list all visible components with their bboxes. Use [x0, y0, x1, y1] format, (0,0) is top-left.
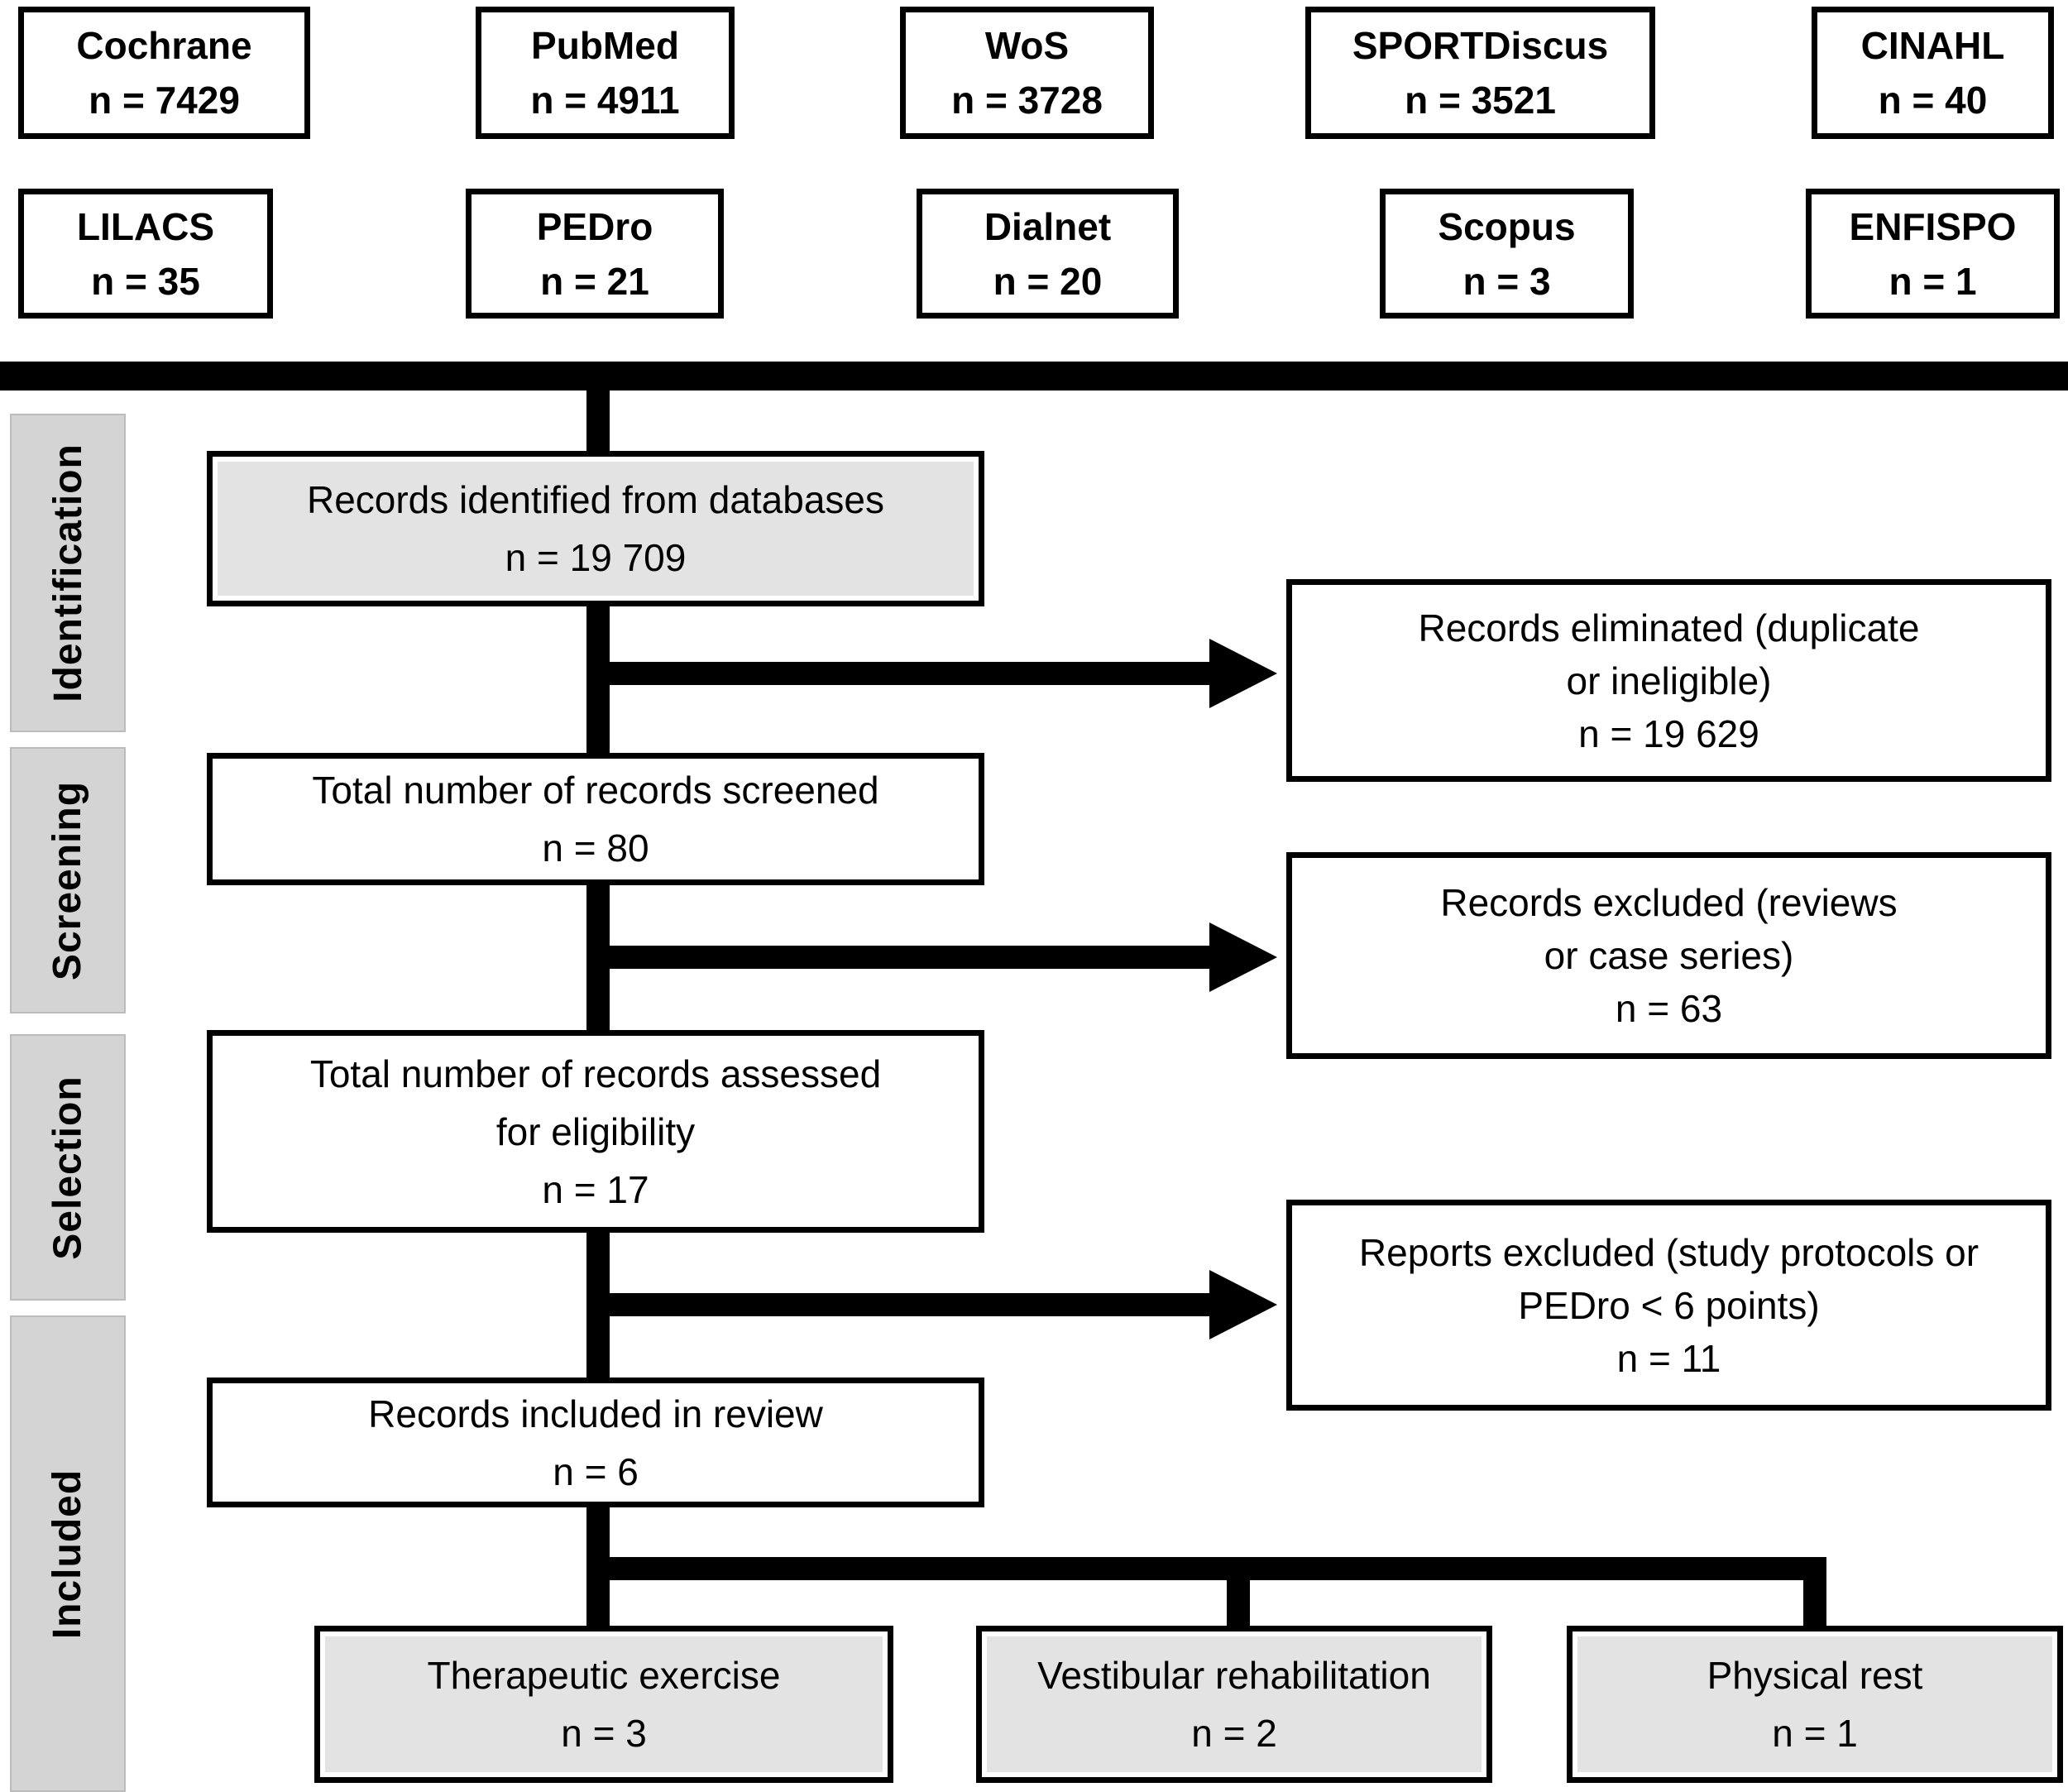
flow-count: n = 6: [553, 1449, 639, 1493]
db-box-cinahl: CINAHL n = 40: [1812, 7, 2054, 139]
db-count: n = 40: [1878, 79, 1988, 122]
db-count: n = 3728: [951, 79, 1103, 122]
db-name: PubMed: [531, 24, 679, 67]
db-count: n = 3521: [1405, 79, 1556, 122]
stage-label: Included: [45, 1469, 90, 1639]
arrowhead-eliminated-icon: [1209, 639, 1277, 708]
db-count: n = 7429: [89, 79, 240, 122]
db-count: n = 1: [1888, 259, 1977, 303]
arrow-line-excluded: [586, 946, 1211, 969]
exclusion-count: n = 11: [1616, 1336, 1721, 1380]
db-count: n = 4911: [530, 79, 680, 122]
arrow-line-eliminated: [586, 662, 1211, 685]
db-count: n = 3: [1462, 259, 1551, 303]
exclusion-box-reports: Reports excluded (study protocols or PED…: [1286, 1200, 2051, 1411]
flow-text: Total number of records assessed: [309, 1052, 882, 1095]
stage-label: Identification: [45, 443, 90, 702]
exclusion-box-eliminated: Records eliminated (duplicate or ineligi…: [1286, 579, 2051, 782]
flow-count: n = 17: [542, 1167, 649, 1211]
exclusion-text: or ineligible): [1566, 659, 1772, 702]
outcome-box-therapeutic-exercise: Therapeutic exercise n = 3: [314, 1626, 893, 1783]
outcome-count: n = 1: [1772, 1712, 1858, 1755]
outcome-count: n = 2: [1191, 1712, 1277, 1755]
db-box-wos: WoS n = 3728: [900, 7, 1154, 139]
db-box-pubmed: PubMed n = 4911: [476, 7, 735, 139]
flow-text: Records included in review: [368, 1392, 823, 1435]
db-box-lilacs: LILACS n = 35: [18, 189, 273, 319]
outcome-label: Therapeutic exercise: [427, 1654, 781, 1697]
db-box-cochrane: Cochrane n = 7429: [18, 7, 310, 139]
stage-included: Included: [10, 1315, 126, 1792]
branch-stub-physical-rest: [1803, 1576, 1826, 1627]
db-count: n = 20: [993, 259, 1103, 303]
outcome-box-physical-rest: Physical rest n = 1: [1567, 1626, 2063, 1783]
outcome-label: Vestibular rehabilitation: [1037, 1654, 1431, 1697]
db-name: SPORTDiscus: [1352, 24, 1609, 67]
stage-label: Selection: [45, 1075, 90, 1260]
exclusion-text: or case series): [1544, 934, 1794, 977]
db-name: Dialnet: [984, 204, 1112, 248]
flow-box-identified: Records identified from databases n = 19…: [207, 451, 984, 606]
arrow-line-reports-excluded: [596, 1293, 1211, 1316]
db-name: CINAHL: [1860, 24, 2005, 67]
arrowhead-excluded-icon: [1209, 922, 1277, 992]
flow-box-screened: Total number of records screened n = 80: [207, 753, 984, 885]
db-name: Cochrane: [76, 24, 252, 67]
db-box-pedro: PEDro n = 21: [466, 189, 724, 319]
exclusion-text: Reports excluded (study protocols or: [1358, 1230, 1979, 1274]
flow-count: n = 80: [542, 827, 649, 870]
branch-line: [586, 1557, 1826, 1580]
stage-selection: Selection: [10, 1034, 126, 1301]
db-box-dialnet: Dialnet n = 20: [917, 189, 1179, 319]
collector-bar: [0, 362, 2068, 391]
arrowhead-reports-excluded-icon: [1209, 1270, 1277, 1339]
db-name: PEDro: [536, 204, 653, 248]
outcome-label: Physical rest: [1707, 1654, 1923, 1697]
flow-box-assessed: Total number of records assessed for eli…: [207, 1030, 984, 1233]
flow-text: Total number of records screened: [312, 769, 879, 812]
flow-count: n = 19 709: [505, 536, 687, 579]
exclusion-count: n = 19 629: [1578, 712, 1759, 755]
db-box-sportdiscus: SPORTDiscus n = 3521: [1305, 7, 1655, 139]
db-name: WoS: [984, 24, 1070, 67]
branch-stub-vestibular: [1227, 1576, 1250, 1627]
outcome-box-vestibular-rehabilitation: Vestibular rehabilitation n = 2: [976, 1626, 1492, 1783]
exclusion-text: Records eliminated (duplicate: [1418, 606, 1920, 649]
db-box-enfispo: ENFISPO n = 1: [1806, 189, 2060, 319]
exclusion-count: n = 63: [1615, 987, 1723, 1030]
db-name: ENFISPO: [1849, 204, 2017, 248]
stage-label: Screening: [45, 780, 90, 980]
flow-text: for eligibility: [495, 1109, 696, 1153]
outcome-count: n = 3: [561, 1712, 647, 1755]
flow-box-included: Records included in review n = 6: [207, 1378, 984, 1507]
stage-screening: Screening: [10, 747, 126, 1013]
db-count: n = 21: [540, 259, 649, 303]
flow-text: Records identified from databases: [306, 478, 885, 521]
exclusion-text: Records excluded (reviews: [1440, 881, 1898, 924]
db-count: n = 35: [91, 259, 200, 303]
exclusion-text: PEDro < 6 points): [1518, 1283, 1820, 1327]
exclusion-box-excluded: Records excluded (reviews or case series…: [1286, 852, 2051, 1059]
db-box-scopus: Scopus n = 3: [1380, 189, 1634, 319]
stage-identification: Identification: [10, 414, 126, 732]
db-name: Scopus: [1438, 204, 1576, 248]
db-name: LILACS: [76, 204, 215, 248]
